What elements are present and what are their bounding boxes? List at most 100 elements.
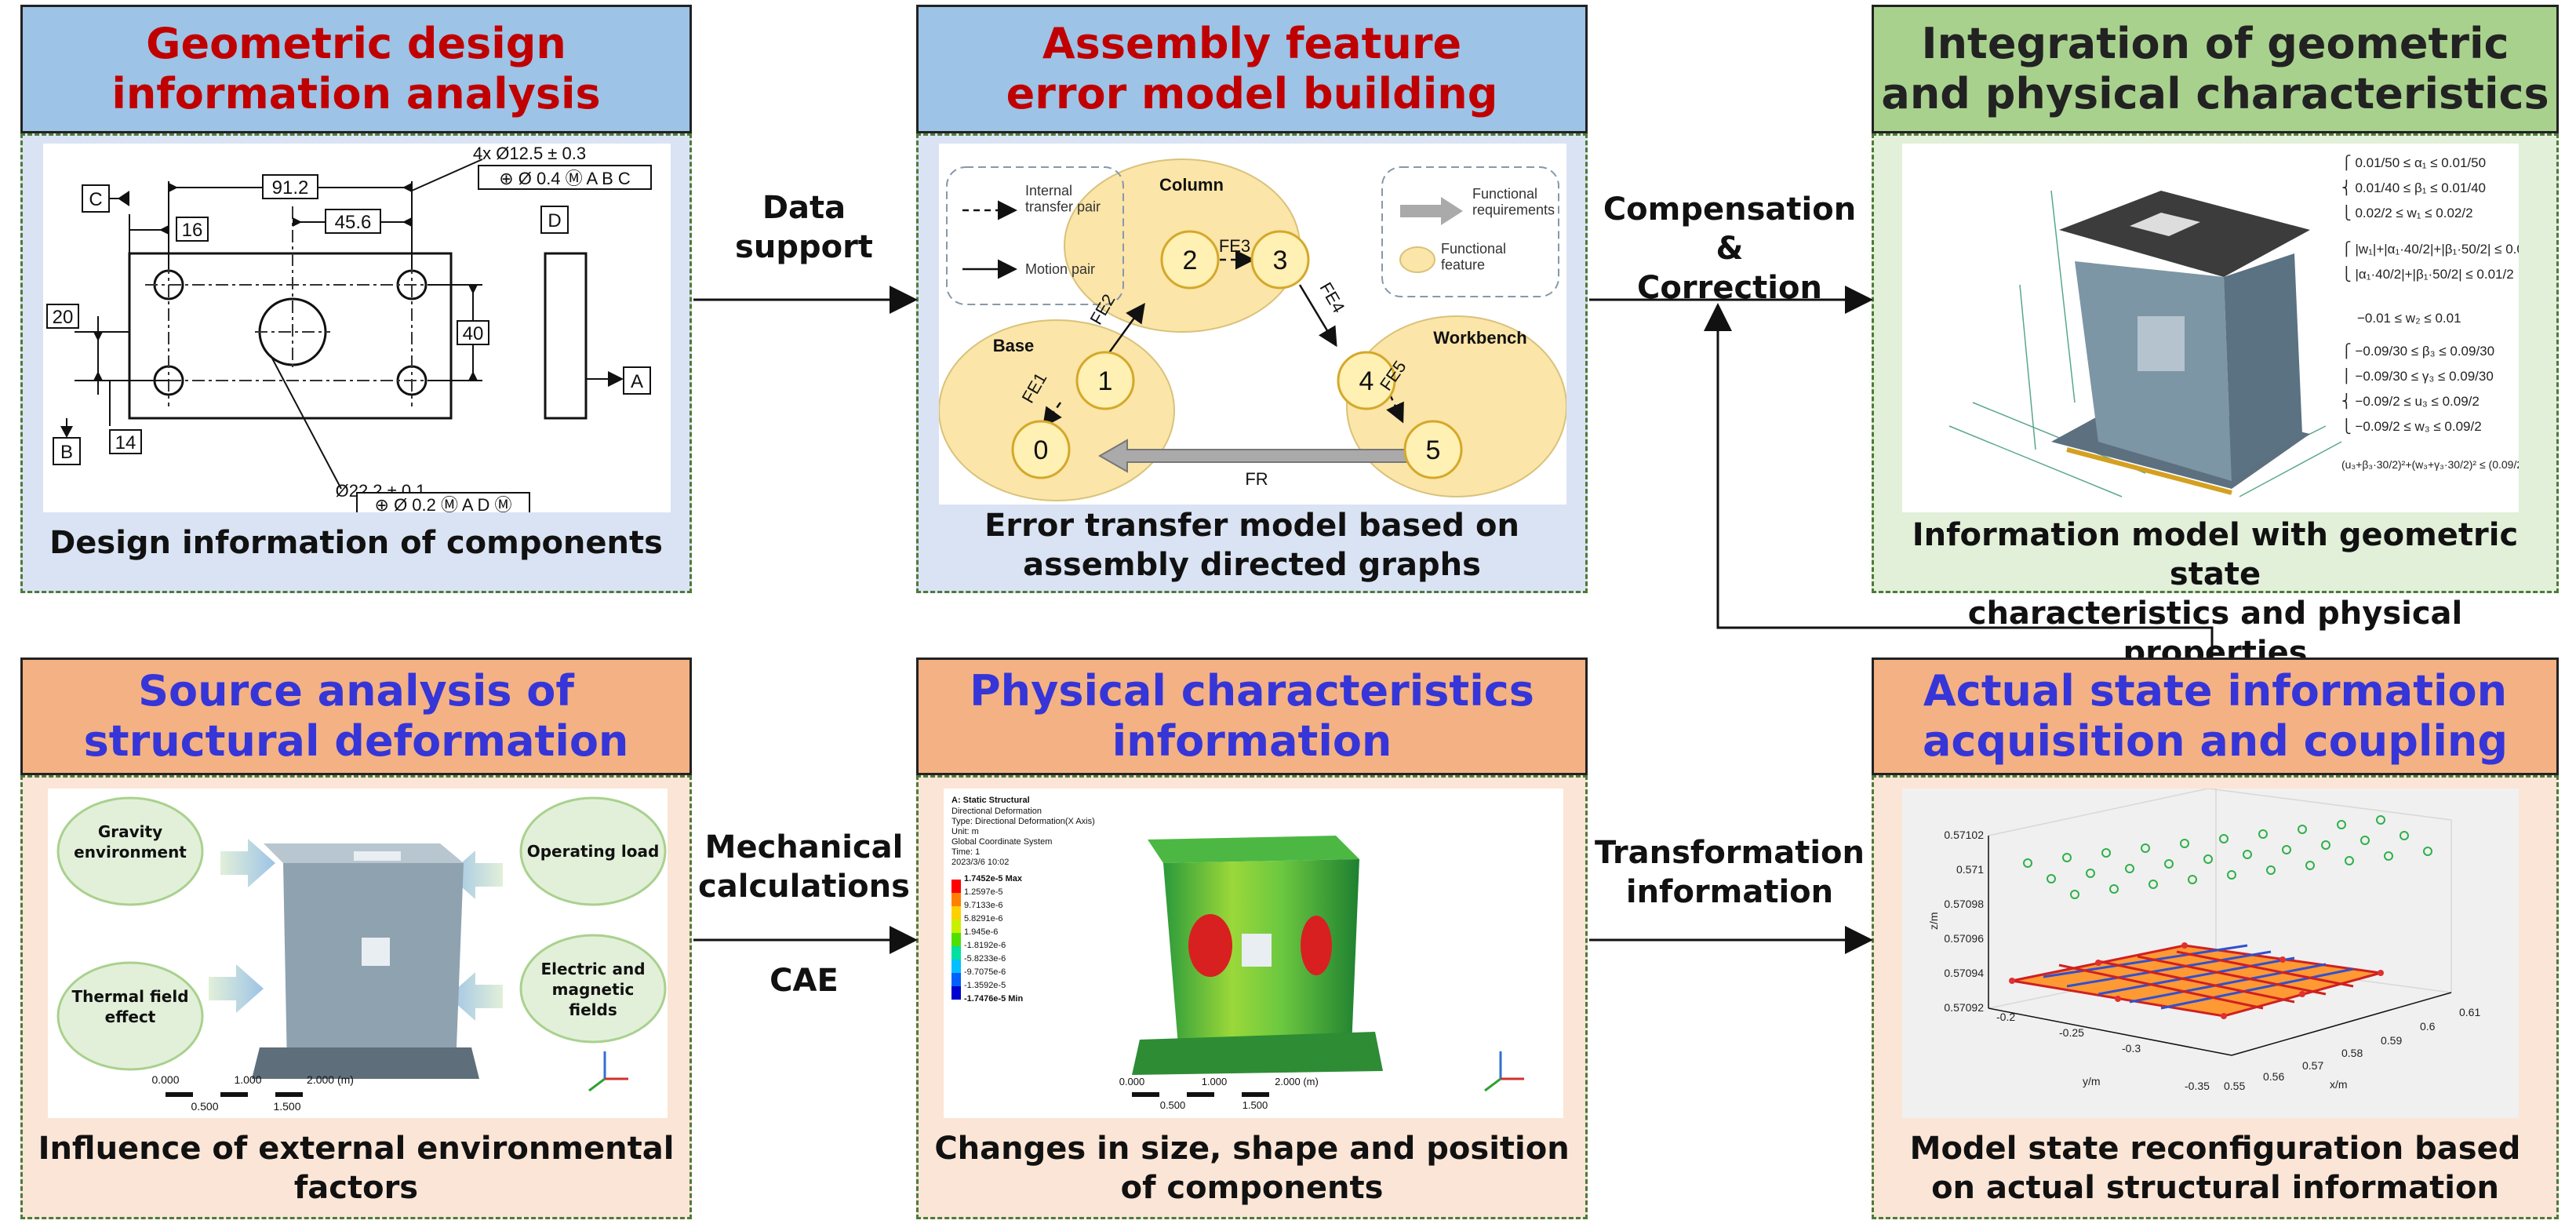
z-tick-3: 0.57096 <box>1944 932 1984 945</box>
phy-info-3: Global Coordinate System <box>951 837 1052 847</box>
x-tick-3: 0.58 <box>2341 1047 2363 1059</box>
svg-text:⎧ |w₁|+|α₁·40/2|+|β₁·50/2| ≤ 0: ⎧ |w₁|+|α₁·40/2|+|β₁·50/2| ≤ 0.02/2 <box>2341 241 2519 257</box>
phy-scale-2: 2.000 (m) <box>1275 1076 1319 1087</box>
phy-scale-4: 1.500 <box>1243 1099 1268 1111</box>
svg-text:⎪ −0.09/30 ≤ γ₃ ≤ 0.09/30: ⎪ −0.09/30 ≤ γ₃ ≤ 0.09/30 <box>2341 367 2494 384</box>
src-scale-1: 1.000 <box>234 1073 261 1086</box>
dim-16: 16 <box>182 220 203 241</box>
label-transformation: Transformation information <box>1595 835 1865 910</box>
phy-val-9: -1.7476e-5 Min <box>964 994 1023 1004</box>
label-data-support: Data support <box>735 190 873 265</box>
svg-text:⎧ 0.01/50 ≤ α₁ ≤ 0.01/50: ⎧ 0.01/50 ≤ α₁ ≤ 0.01/50 <box>2341 155 2486 171</box>
phy-title: Physical characteristics information <box>916 658 1588 775</box>
technical-drawing: 91.2 45.6 16 20 40 14 4x Ø12.5 ± 0.3 ⊕ Ø… <box>46 144 652 512</box>
factor-em: Electric and magnetic fields <box>540 960 646 1019</box>
src-caption: Influence of external environmental fact… <box>38 1131 675 1206</box>
hole-note: 4x Ø12.5 ± 0.3 <box>473 144 586 163</box>
datum-b: B <box>60 442 73 463</box>
asm-caption: Error transfer model based on assembly d… <box>984 508 1519 583</box>
func-req-arrow <box>1400 197 1463 225</box>
geo-drawing: 91.2 45.6 16 20 40 14 4x Ø12.5 ± 0.3 ⊕ Ø… <box>43 144 671 512</box>
dim-91: 91.2 <box>272 177 309 199</box>
act-caption: Model state reconfiguration based on act… <box>1909 1131 2521 1206</box>
datum-c: C <box>89 189 102 210</box>
group-column: Column <box>1159 175 1224 195</box>
node-1: 1 <box>1098 366 1113 396</box>
svg-text:⎧ −0.09/30 ≤ β₃ ≤ 0.09/30: ⎧ −0.09/30 ≤ β₃ ≤ 0.09/30 <box>2341 343 2494 359</box>
int-model-figure: ⎧ 0.01/50 ≤ α₁ ≤ 0.01/50 ⎨ 0.01/40 ≤ β₁ … <box>1948 155 2519 497</box>
label-mechanical: Mechanical calculations <box>698 829 910 905</box>
phy-info-1: Type: Directional Deformation(X Axis) <box>951 817 1095 826</box>
phy-val-8: -1.3592e-5 <box>964 981 1006 990</box>
group-base: Base <box>993 336 1035 355</box>
phy-info-2: Unit: m <box>951 827 979 836</box>
phy-scale-0: 0.000 <box>1119 1076 1145 1087</box>
asm-panel: 0 1 2 3 4 5 Column Base Workbench FE3 FE… <box>916 133 1588 593</box>
plate-outline <box>128 252 453 420</box>
geo-caption: Design information of components <box>49 525 663 561</box>
x-tick-0: 0.55 <box>2224 1080 2245 1092</box>
svg-text:⎩ 0.02/2 ≤ w₁ ≤ 0.02/2: ⎩ 0.02/2 ≤ w₁ ≤ 0.02/2 <box>2341 205 2473 221</box>
phy-image: A: Static Structural Directional Deforma… <box>944 789 1563 1118</box>
dim-14: 14 <box>115 432 136 454</box>
dim-40: 40 <box>463 323 484 344</box>
fr-arrow <box>1097 439 1446 473</box>
geo-title: Geometric design information analysis <box>20 5 692 133</box>
svg-text:⎨ −0.09/2 ≤ u₃ ≤ 0.09/2: ⎨ −0.09/2 ≤ u₃ ≤ 0.09/2 <box>2341 393 2480 410</box>
phy-val-0: 1.7452e-5 Max <box>964 874 1023 883</box>
src-title: Source analysis of structural deformatio… <box>20 658 692 775</box>
arrow-em <box>448 972 503 1021</box>
z-label: z/m <box>1927 912 1940 930</box>
edge-fe3: FE3 <box>1219 236 1250 256</box>
dim-45: 45.6 <box>335 212 372 233</box>
y-tick-1: -0.25 <box>2059 1026 2084 1039</box>
src-scale-0: 0.000 <box>151 1073 179 1086</box>
gravity-bubble <box>56 796 204 906</box>
phy-info-5: 2023/3/6 10:02 <box>951 858 1009 867</box>
em-bubble <box>519 934 667 1044</box>
node-0: 0 <box>1034 435 1049 465</box>
phy-val-4: 1.945e-6 <box>964 927 998 937</box>
node-2: 2 <box>1183 246 1198 275</box>
act-image: 0.57102 0.571 0.57098 0.57096 0.57094 0.… <box>1902 789 2519 1118</box>
phy-panel: A: Static Structural Directional Deforma… <box>916 775 1588 1219</box>
svg-text:⎨ 0.01/40 ≤ β₁ ≤ 0.01/40: ⎨ 0.01/40 ≤ β₁ ≤ 0.01/40 <box>2341 180 2486 196</box>
tol-top: ⊕ Ø 0.4 Ⓜ A B C <box>499 169 631 188</box>
factor-gravity: Gravity environment <box>74 822 187 862</box>
label-cae: CAE <box>770 963 839 999</box>
phy-scale-1: 1.000 <box>1202 1076 1228 1087</box>
phy-val-1: 1.2597e-5 <box>964 887 1003 897</box>
phy-val-2: 9.7133e-6 <box>964 901 1003 910</box>
z-tick-5: 0.57092 <box>1944 1001 1984 1014</box>
arrow-gravity <box>220 839 275 887</box>
arrow-thermal <box>209 964 264 1013</box>
x-label: x/m <box>2330 1078 2348 1091</box>
src-scale-2: 2.000 (m) <box>307 1073 354 1086</box>
model-top <box>2059 191 2310 277</box>
directed-graph: 0 1 2 3 4 5 Column Base Workbench FE3 FE… <box>939 158 1566 501</box>
y-tick-0: -0.2 <box>1996 1011 2015 1023</box>
label-compensation: Compensation & Correction <box>1603 191 1857 306</box>
phy-val-3: 5.8291e-6 <box>964 914 1003 923</box>
legend-right <box>1381 166 1559 297</box>
svg-text:⎩ |α₁·40/2|+|β₁·50/2| ≤ 0.01/2: ⎩ |α₁·40/2|+|β₁·50/2| ≤ 0.01/2 <box>2341 266 2514 282</box>
src-scale-4: 1.500 <box>273 1100 300 1113</box>
phy-val-7: -9.7075e-6 <box>964 967 1006 977</box>
int-panel: ⎧ 0.01/50 ≤ α₁ ≤ 0.01/50 ⎨ 0.01/40 ≤ β₁ … <box>1872 133 2559 671</box>
phy-caption: Changes in size, shape and position of c… <box>934 1131 1570 1206</box>
int-title: Integration of geometric and physical ch… <box>1872 5 2559 133</box>
x-tick-1: 0.56 <box>2263 1070 2284 1083</box>
svg-text:⎩ −0.09/2 ≤ w₃ ≤ 0.09/2: ⎩ −0.09/2 ≤ w₃ ≤ 0.09/2 <box>2341 418 2482 435</box>
tol-bottom: ⊕ Ø 0.2 Ⓜ A D Ⓜ <box>375 495 512 512</box>
phy-info-4: Time: 1 <box>951 847 980 857</box>
phy-figure: A: Static Structural Directional Deforma… <box>951 796 1524 1111</box>
phy-info-0: Directional Deformation <box>951 807 1042 816</box>
load-bubble <box>519 796 667 906</box>
svg-text:−0.01 ≤ w₂ ≤ 0.01: −0.01 ≤ w₂ ≤ 0.01 <box>2357 311 2461 326</box>
model-side <box>2224 253 2302 481</box>
node-3: 3 <box>1273 246 1288 275</box>
